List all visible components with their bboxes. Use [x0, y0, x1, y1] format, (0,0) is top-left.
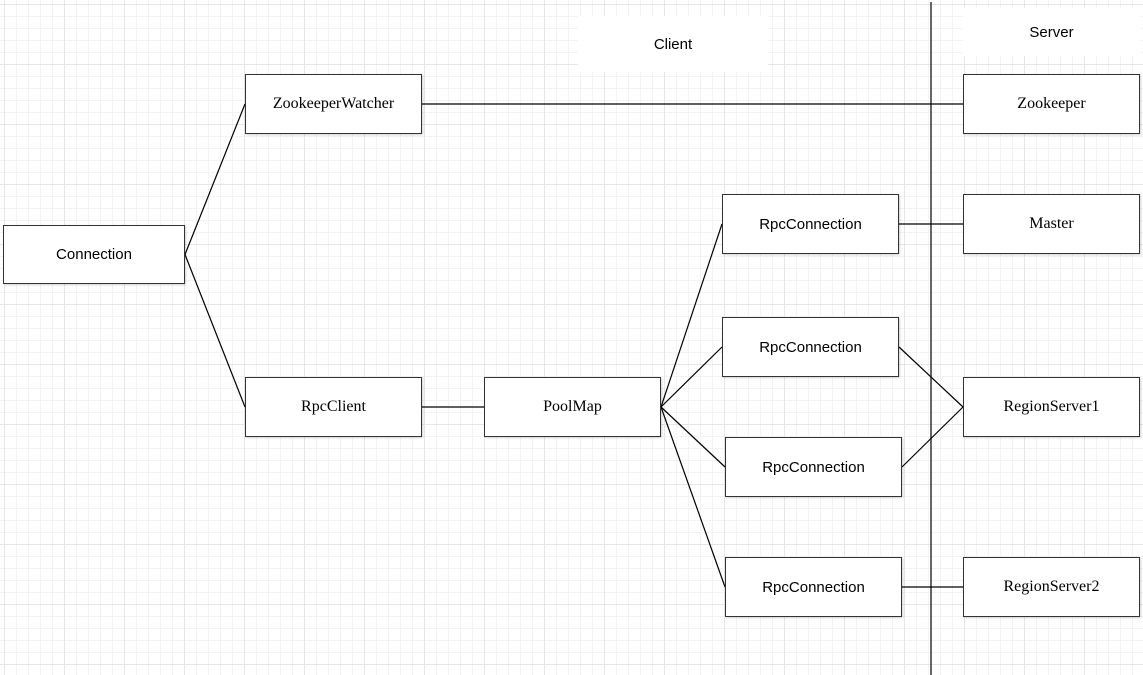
pool-map-node-label: PoolMap — [543, 398, 602, 415]
connection-node-label: Connection — [56, 246, 132, 263]
rpc-client-node[interactable]: RpcClient — [245, 377, 422, 437]
edge-connection-to-zookeeper_watcher — [184, 103, 246, 255]
rpc-connection-node-3[interactable]: RpcConnection — [725, 437, 902, 497]
rpc-connection-node-2[interactable]: RpcConnection — [722, 317, 899, 377]
edge-pool_map-to-rpc_connection_3 — [660, 406, 726, 468]
edge-pool_map-to-rpc_connection_4 — [660, 406, 726, 588]
edge-rpc_connection_3-to-region_server_1 — [901, 406, 964, 468]
rpc-connection-node-1[interactable]: RpcConnection — [722, 194, 899, 254]
region-server-2-node-label: RegionServer2 — [1003, 578, 1100, 595]
zookeeper-node-label: Zookeeper — [1017, 95, 1086, 112]
rpc-connection-2-label: RpcConnection — [759, 338, 862, 356]
region-server-1-node[interactable]: RegionServer1 — [963, 377, 1140, 437]
connection-node[interactable]: Connection — [3, 225, 185, 284]
master-node-label: Master — [1029, 215, 1074, 232]
master-node[interactable]: Master — [963, 194, 1140, 254]
client-label-text: Client — [653, 35, 693, 53]
edge-rpc_connection_2-to-region_server_1 — [898, 346, 964, 408]
zookeeper-node[interactable]: Zookeeper — [963, 74, 1140, 134]
rpc-connection-node-4[interactable]: RpcConnection — [725, 557, 902, 617]
rpc-client-node-label: RpcClient — [301, 398, 366, 415]
rpc-connection-4-label: RpcConnection — [762, 578, 865, 596]
pool-map-node[interactable]: PoolMap — [484, 377, 661, 437]
server-region-label: Server — [963, 8, 1140, 56]
zookeeper-watcher-node-label: ZookeeperWatcher — [272, 95, 395, 112]
edge-pool_map-to-rpc_connection_1 — [660, 223, 723, 408]
region-server-1-node-label: RegionServer1 — [1003, 398, 1100, 415]
server-label-text: Server — [1029, 23, 1074, 41]
region-server-2-node[interactable]: RegionServer2 — [963, 557, 1140, 617]
rpc-connection-3-label: RpcConnection — [762, 458, 865, 476]
client-region-label: Client — [578, 16, 768, 72]
zookeeper-watcher-node[interactable]: ZookeeperWatcher — [245, 74, 422, 134]
edge-pool_map-to-rpc_connection_2 — [660, 346, 723, 408]
edge-connection-to-rpc_client — [184, 254, 246, 408]
rpc-connection-1-label: RpcConnection — [759, 215, 862, 233]
